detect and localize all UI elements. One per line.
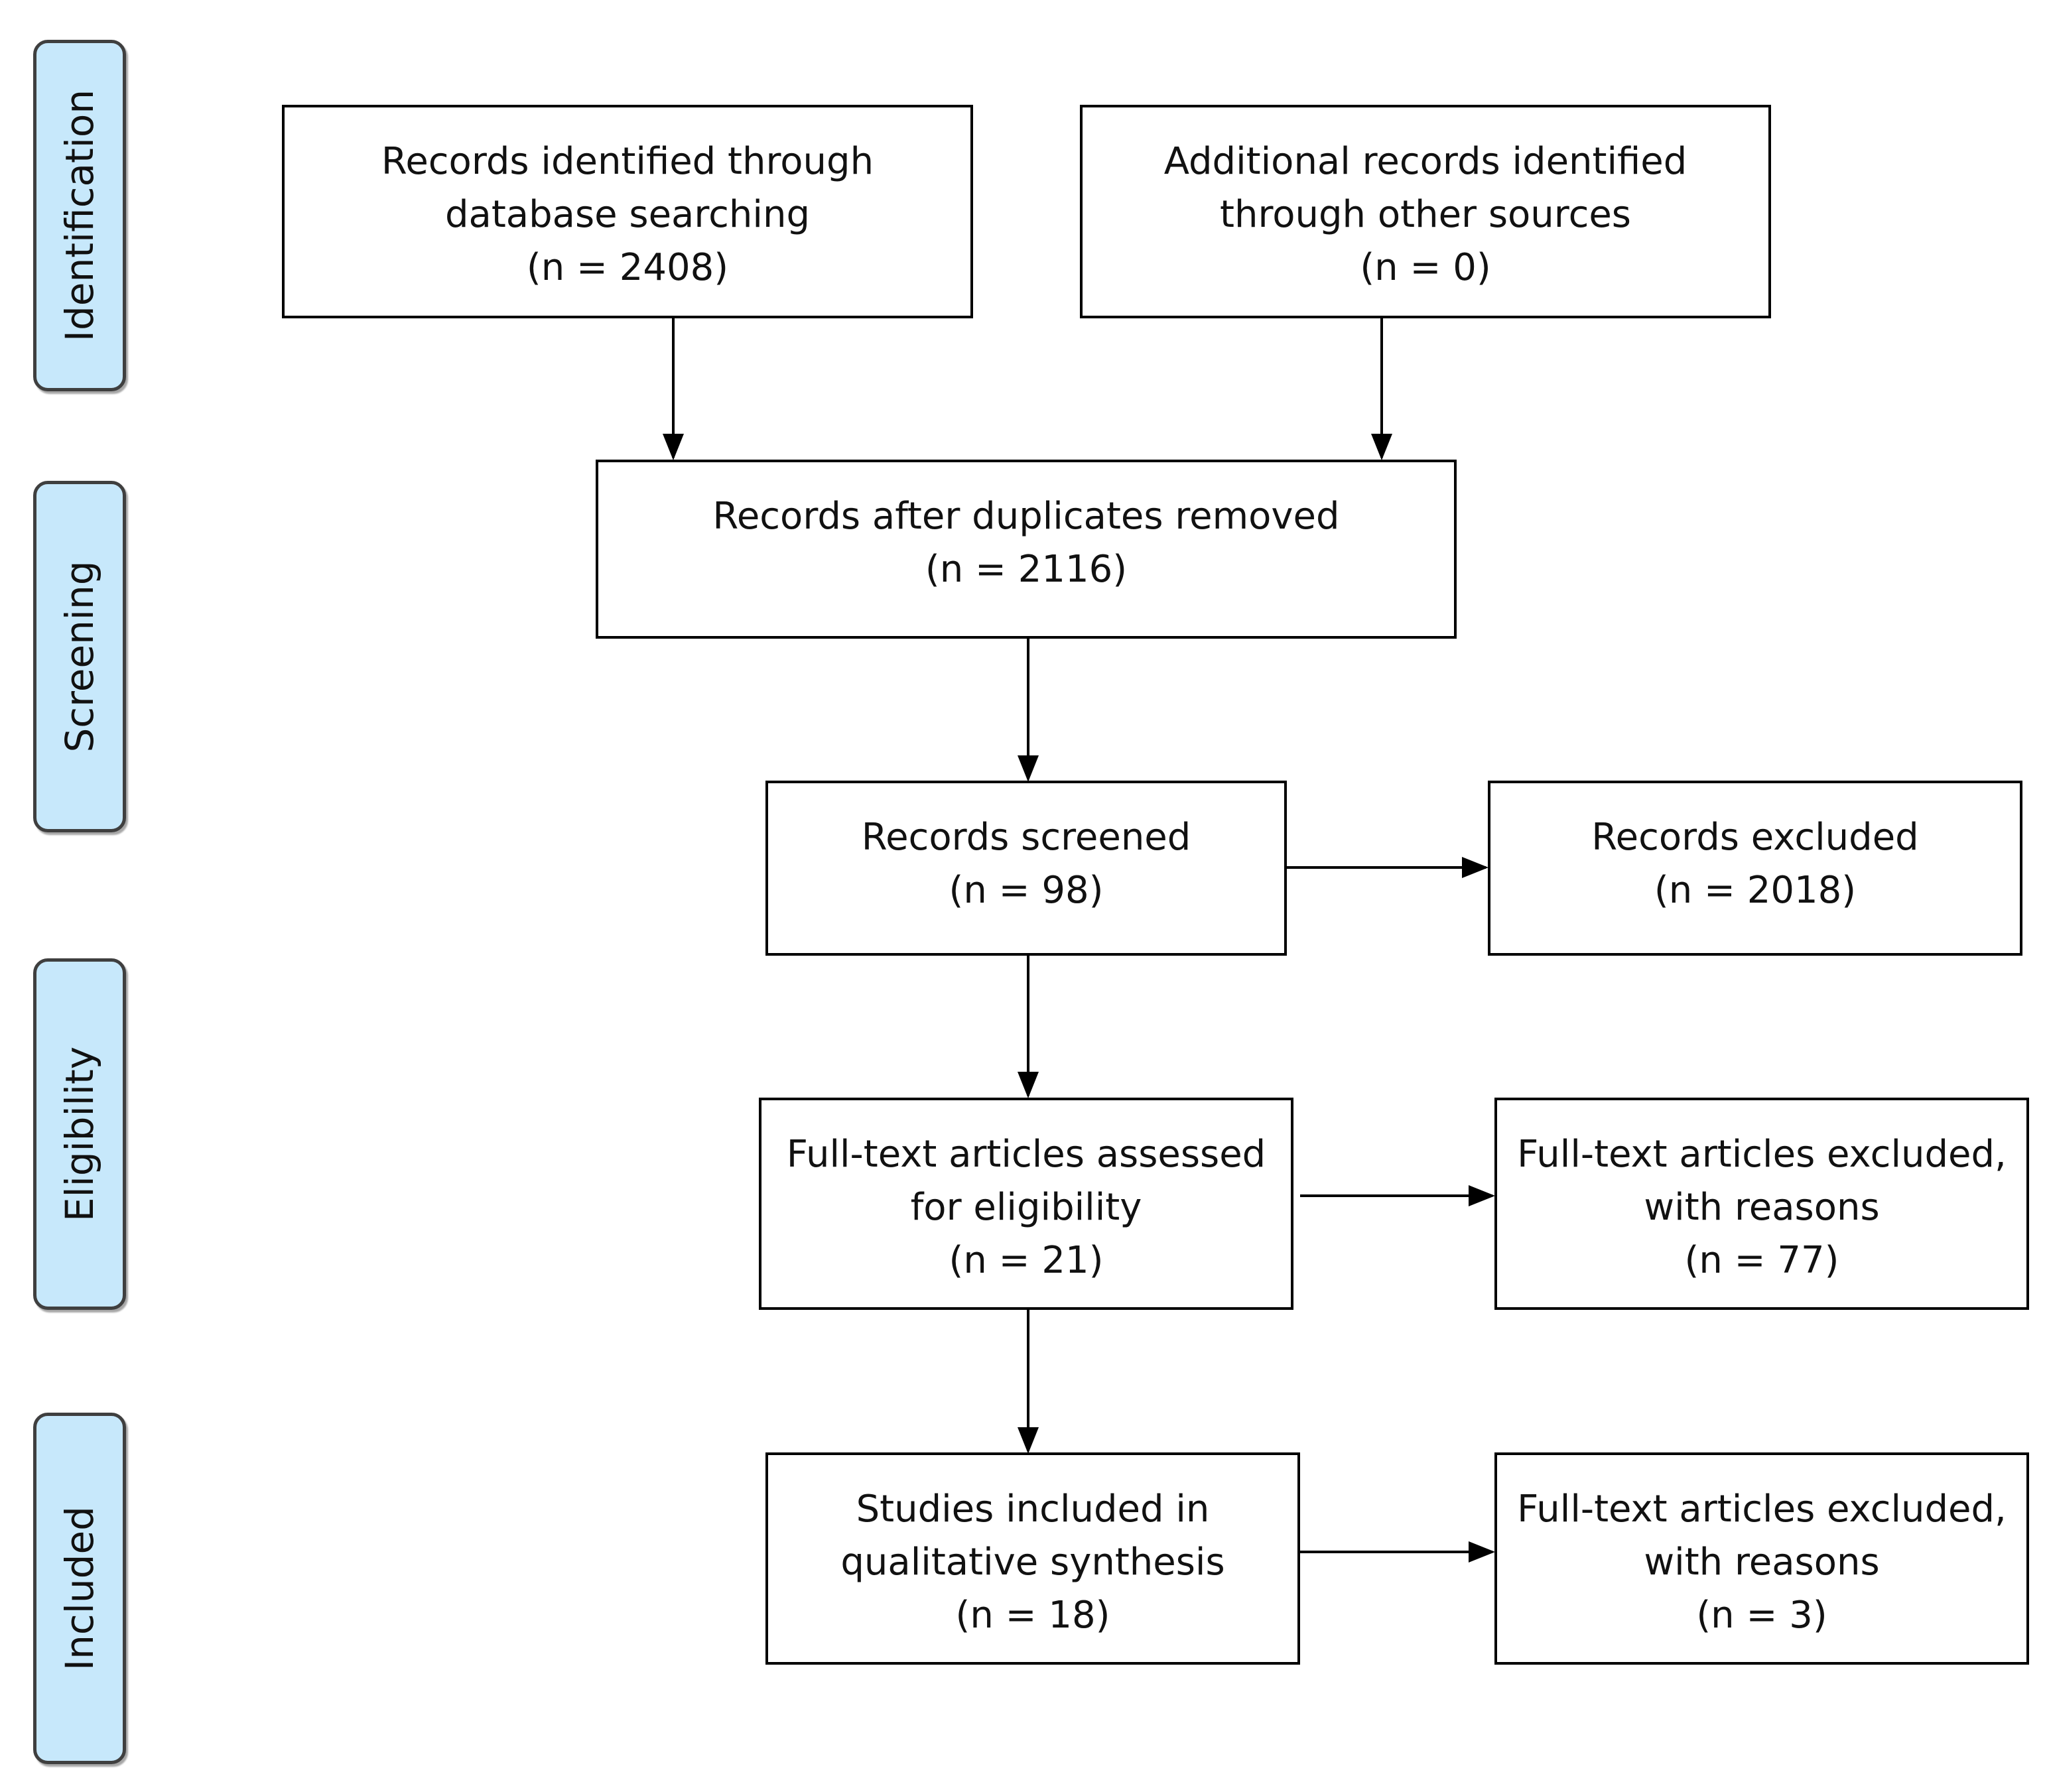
box-records-screened: Records screened (n = 98) <box>765 781 1287 956</box>
box-records-excluded: Records excluded (n = 2018) <box>1488 781 2022 956</box>
box-duplicates-removed-count: (n = 2116) <box>925 548 1128 591</box>
box-database-records-line2: database searching <box>444 193 811 236</box>
box-studies-included-count: (n = 18) <box>955 1594 1110 1637</box>
box-other-sources-line1: Additional records identified <box>1163 140 1687 183</box>
box-fulltext-excluded-included-line1: Full-text articles excluded, <box>1517 1488 2007 1531</box>
box-fulltext-excluded-eligibility: Full-text articles excluded, with reason… <box>1494 1098 2029 1310</box>
box-fulltext-excluded-included-count: (n = 3) <box>1696 1594 1827 1637</box>
box-database-records-line1: Records identified through <box>381 140 874 183</box>
box-duplicates-removed: Records after duplicates removed (n = 21… <box>596 460 1457 639</box>
box-records-screened-count: (n = 98) <box>949 869 1104 912</box>
box-studies-included-line2: qualitative synthesis <box>840 1541 1225 1584</box>
box-other-sources-count: (n = 0) <box>1360 246 1491 289</box>
stage-eligibility: Eligibility <box>33 958 126 1310</box>
stage-included: Included <box>33 1413 126 1764</box>
box-fulltext-excluded-included: Full-text articles excluded, with reason… <box>1494 1452 2029 1665</box>
box-records-excluded-line1: Records excluded <box>1591 816 1919 859</box>
stage-screening: Screening <box>33 481 126 832</box>
box-fulltext-excluded-eligibility-line2: with reasons <box>1644 1186 1880 1229</box>
box-other-sources: Additional records identified through ot… <box>1080 105 1771 318</box>
stage-identification: Identification <box>33 40 126 391</box>
box-database-records: Records identified through database sear… <box>282 105 973 318</box>
box-fulltext-excluded-eligibility-line1: Full-text articles excluded, <box>1517 1133 2007 1176</box>
box-fulltext-assessed: Full-text articles assessed for eligibil… <box>759 1098 1293 1310</box>
box-records-screened-line1: Records screened <box>861 816 1191 859</box>
box-fulltext-assessed-line2: for eligibility <box>910 1186 1142 1229</box>
box-fulltext-excluded-included-line2: with reasons <box>1644 1541 1880 1584</box>
box-studies-included: Studies included in qualitative synthesi… <box>765 1452 1300 1665</box>
box-database-records-count: (n = 2408) <box>526 246 729 289</box>
box-fulltext-excluded-eligibility-count: (n = 77) <box>1684 1239 1839 1282</box>
box-fulltext-assessed-line1: Full-text articles assessed <box>786 1133 1266 1176</box>
box-other-sources-line2: through other sources <box>1220 193 1631 236</box>
box-duplicates-removed-line1: Records after duplicates removed <box>712 495 1340 538</box>
box-records-excluded-count: (n = 2018) <box>1654 869 1857 912</box>
box-fulltext-assessed-count: (n = 21) <box>949 1239 1104 1282</box>
box-studies-included-line1: Studies included in <box>856 1488 1210 1531</box>
